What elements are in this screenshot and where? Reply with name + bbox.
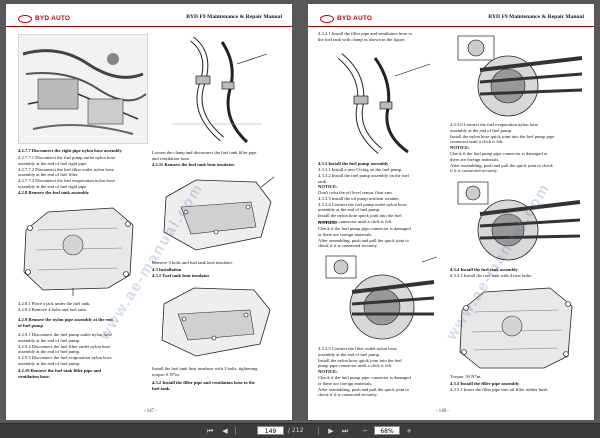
figure-rigid-pipe-hoses — [18, 34, 148, 144]
section-body: 4.2.8.1 Place a jack under the fuel tank… — [18, 301, 91, 312]
notice-body: Check if the fuel pump pipe connector is… — [318, 226, 411, 249]
figure-filler-pipe-clamp — [152, 34, 280, 146]
brand-name: BYD AUTO — [337, 15, 373, 22]
section-heading: 4.3.2 Install the filler pipe and ventil… — [152, 380, 255, 391]
section-heading: 4.3 Installation — [152, 267, 182, 272]
figure-fuel-pump-connectors — [450, 32, 584, 120]
manual-title: BYD F9 Maintenance & Repair Manual — [186, 14, 282, 20]
section-body: 4.2.9.1 Disconnect the fuel pump outlet … — [18, 332, 112, 366]
manual-page-right: BYD AUTO BYD F9 Maintenance & Repair Man… — [308, 4, 594, 420]
figure-filter-outlet-hose — [322, 252, 440, 344]
torque-spec: Torque: 50 N*m — [450, 374, 481, 379]
toolbar-divider — [235, 427, 236, 435]
section-heading: 4.3.1 Fuel tank heat insulator — [152, 273, 210, 278]
page-number: - 147 - — [144, 409, 157, 414]
section-body: 4.3.3.5 Connect the filter outlet nylon … — [318, 346, 402, 369]
section-heading: 4.2.8 Remove the fuel tank assembly — [18, 190, 90, 195]
section-body: 4.2.7.7.1 Disconnect the fuel pump outle… — [18, 155, 116, 189]
brand-name: BYD AUTO — [35, 15, 71, 22]
notice-heading: NOTICE: — [450, 145, 470, 150]
byd-logo: BYD AUTO — [320, 13, 372, 24]
notice-heading: NOTICE: — [318, 369, 338, 374]
figure-fuel-tank-install — [454, 282, 580, 370]
page-header: BYD AUTO BYD F9 Maintenance & Repair Man… — [6, 12, 292, 27]
paragraph: Remove 3 bolts and fuel tank heat insula… — [152, 260, 233, 265]
paragraph: Loosen the clamp and disconnect the fuel… — [152, 150, 257, 161]
figure-heat-insulator-install — [156, 282, 276, 362]
page-number-input[interactable]: 149 — [257, 426, 284, 435]
section-body: 4.3.3.1 Install a new O-ring on the fuel… — [318, 167, 409, 184]
page-header: BYD AUTO BYD F9 Maintenance & Repair Man… — [308, 12, 594, 27]
section-body: 4.3.3.6 Connect the fuel evaporation nyl… — [450, 122, 555, 145]
manual-title: BYD F9 Maintenance & Repair Manual — [488, 14, 584, 20]
section-heading: 4.3.4 Install the fuel tank assembly — [450, 267, 518, 272]
notice-heading: NOTICE: — [318, 220, 338, 225]
byd-logo: BYD AUTO — [18, 13, 70, 24]
zoom-out-icon[interactable]: − — [362, 427, 368, 435]
figure-heat-insulator-removal — [156, 172, 276, 256]
manual-page-left: BYD AUTO BYD F9 Maintenance & Repair Man… — [6, 4, 292, 420]
page-number: - 148 - — [436, 409, 449, 414]
section-body: 4.3.5.1 Insert the filler pipe into oil … — [450, 387, 549, 392]
notice-body: Don't twist the oil level sensor float a… — [318, 190, 407, 224]
first-page-icon[interactable]: ⏮ — [206, 427, 214, 435]
viewer-toolbar: ⏮ ◀ 149 / 212 ▶ ⏭ − 68% + — [0, 423, 600, 438]
zoom-in-icon[interactable]: + — [406, 427, 412, 435]
section-body: 4.3.2.1 Install the filler pipe and vent… — [318, 31, 413, 42]
prev-page-icon[interactable]: ◀ — [222, 427, 228, 435]
paragraph: Install the fuel tank heat insulator wit… — [152, 366, 258, 377]
figure-filler-pipe-install — [320, 46, 438, 156]
toolbar-divider — [318, 427, 319, 435]
zoom-input[interactable]: 68% — [374, 426, 400, 435]
section-heading: 4.3.5 Install the filler pipe assembly — [450, 381, 520, 386]
last-page-icon[interactable]: ⏭ — [341, 427, 349, 435]
notice-body: Check if the fuel pump pipe connector is… — [318, 375, 411, 398]
figure-fuel-tank-bolts — [18, 200, 140, 296]
next-page-icon[interactable]: ▶ — [328, 427, 334, 435]
notice-body: Check if the fuel pump pipe connector is… — [450, 151, 553, 174]
page-total-label: / 212 — [288, 427, 304, 434]
figure-fuel-pump-top — [452, 178, 582, 264]
section-heading: 4.2.11 Remove the fuel tank heat insulat… — [152, 162, 235, 167]
section-heading: 4.2.7.7 Disconnect the right pipe nylon … — [18, 148, 122, 153]
byd-oval-icon — [320, 14, 334, 23]
notice-heading: NOTICE: — [318, 184, 338, 189]
section-heading: 4.2.9 Remove the nylon pipe assembly at … — [18, 317, 113, 328]
section-heading: 4.3.3 Install the fuel pump assembly — [318, 161, 389, 166]
section-body: 4.3.4.1 Install the fuel tank with 4 new… — [450, 273, 533, 278]
byd-oval-icon — [18, 14, 32, 23]
section-heading: 4.2.10 Remove the fuel tank filler pipe … — [18, 368, 101, 379]
